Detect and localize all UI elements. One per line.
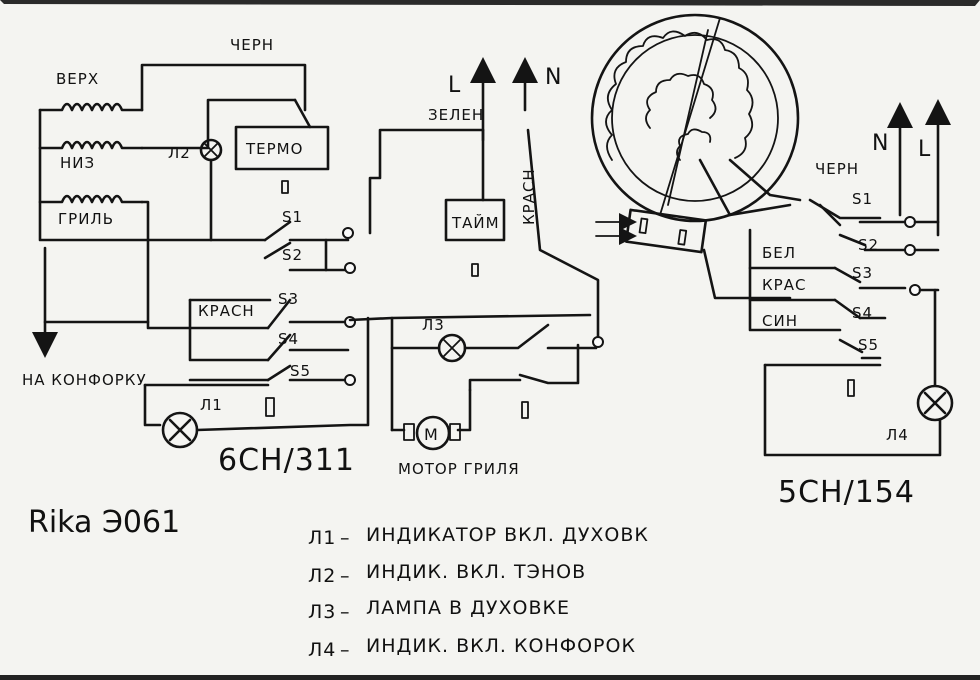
left-block: ВЕРХ НИЗ ГРИЛЬ ЧЕРН ТЕРМО Л2 S1 S2 S3 S4…	[22, 36, 370, 478]
wire-label-blue: СИН	[762, 312, 798, 330]
legend-id-l3: Л3	[308, 601, 336, 623]
terminal-right-2	[904, 244, 916, 256]
svg-text:–: –	[340, 527, 351, 549]
middle-block: L N ЗЕЛЕН ТАЙМ КРАСН Л3 M МОТОР ГРИЛЯ	[348, 57, 604, 478]
thermostat-box	[234, 125, 330, 171]
terminal-right-1	[904, 216, 916, 228]
wire-label-black-right: ЧЕРН	[815, 160, 859, 178]
heater-coil-top	[38, 102, 144, 112]
terminal-middle-right	[592, 336, 604, 348]
right-switch-s4: S4	[852, 304, 873, 322]
left-switch-s4: S4	[278, 330, 299, 348]
legend-id-l1: Л1	[308, 527, 336, 549]
model-title: Rika Э061	[28, 505, 180, 540]
motor-label: МОТОР ГРИЛЯ	[398, 460, 520, 478]
lamp-l1-label: Л1	[200, 396, 223, 414]
svg-text:–: –	[340, 601, 351, 623]
terminal-right-3	[909, 284, 921, 296]
wire-label-white: БЕЛ	[762, 244, 796, 262]
terminal-left-2	[344, 262, 356, 274]
legend-text-l1: ИНДИКАТОР ВКЛ. ДУХОВК	[366, 524, 649, 546]
left-switch-s5: S5	[290, 362, 311, 380]
hot-plate-coil-inner	[645, 72, 717, 129]
right-switch-s1: S1	[852, 190, 873, 208]
middle-neutral-label: N	[545, 65, 562, 90]
left-switch-s2: S2	[282, 246, 303, 264]
terminal-left-1	[342, 227, 354, 239]
wire-label-black-left: ЧЕРН	[230, 36, 274, 54]
lamp-l4-label: Л4	[886, 426, 909, 444]
left-switch-s3: S3	[278, 290, 299, 308]
lamp-l3-label: Л3	[422, 316, 445, 334]
terminal-left-3	[344, 316, 356, 328]
left-switch-s1: S1	[282, 208, 303, 226]
right-switch-s3: S3	[852, 264, 873, 282]
wire-label-green: ЗЕЛЕН	[428, 106, 484, 124]
legend-text-l3: ЛАМПА В ДУХОВКЕ	[366, 597, 570, 619]
legend-text-l2: ИНДИК. ВКЛ. ТЭНОВ	[366, 561, 586, 583]
right-switch-s2: S2	[858, 236, 879, 254]
lamp-l2-label: Л2	[168, 144, 191, 162]
hot-plate	[590, 13, 800, 223]
lamp-l4	[916, 384, 954, 422]
left-block-name: 6СН/311	[218, 443, 355, 478]
right-phase-label: L	[918, 137, 931, 162]
legend-text-l4: ИНДИК. ВКЛ. КОНФОРОК	[366, 635, 636, 657]
heater-coil-bottom	[38, 140, 144, 150]
wire-label-red-right: КРАС	[762, 276, 806, 294]
to-burner-label: НА КОНФОРКУ	[22, 371, 147, 389]
right-block: N L ЧЕРН БЕЛ КРАС СИН S1 S2 S3 S4 S5	[590, 13, 954, 510]
thermostat-label: ТЕРМО	[245, 140, 303, 158]
middle-phase-label: L	[448, 73, 461, 98]
legend-id-l2: Л2	[308, 565, 336, 587]
right-block-name: 5СН/154	[778, 475, 915, 510]
heater-coil-grill	[38, 194, 144, 204]
timer-label: ТАЙМ	[451, 213, 500, 232]
legend-id-l4: Л4	[308, 639, 336, 661]
wire-label-red-left: КРАСН	[198, 302, 255, 320]
heater-label-grill: ГРИЛЬ	[58, 210, 114, 228]
hot-plate-coil-outer	[605, 30, 754, 161]
timer-box	[444, 198, 506, 242]
right-switch-s5: S5	[858, 336, 879, 354]
heater-label-bottom: НИЗ	[60, 154, 95, 172]
svg-text:–: –	[340, 565, 351, 587]
legend: Л1 – ИНДИКАТОР ВКЛ. ДУХОВК Л2 – ИНДИК. В…	[308, 524, 649, 661]
hot-plate-coil-center	[676, 128, 712, 161]
grill-motor	[415, 415, 451, 451]
svg-text:–: –	[340, 639, 351, 661]
motor-symbol: M	[424, 425, 438, 444]
terminal-left-4	[344, 374, 356, 386]
right-neutral-label: N	[872, 131, 889, 156]
heater-label-top: ВЕРХ	[56, 70, 99, 88]
